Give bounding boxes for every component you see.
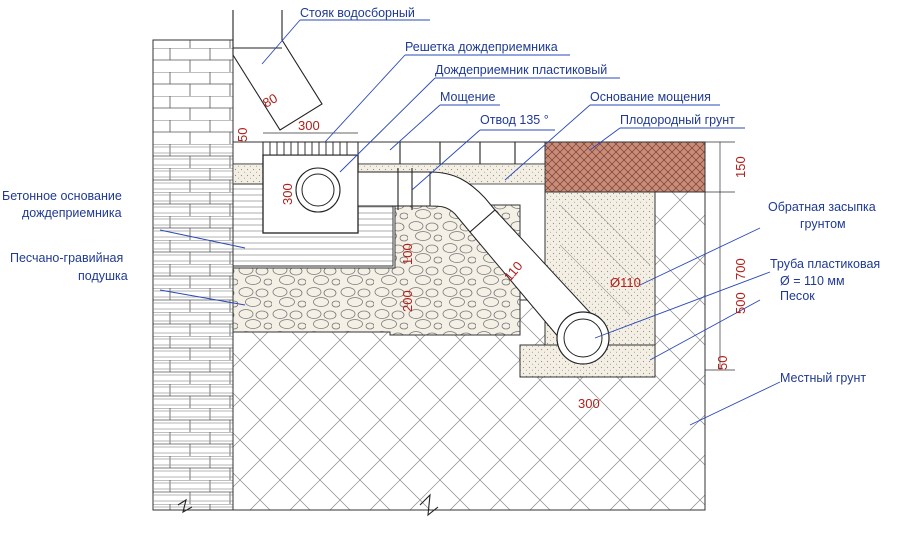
- label-paving: Мощение: [440, 90, 495, 104]
- dim-300-top: 300: [298, 118, 320, 133]
- inlet-outlet-inner: [301, 173, 335, 207]
- leader-gravel: [159, 289, 246, 306]
- leader-concrete: [159, 229, 246, 249]
- pipe-socket: [397, 168, 413, 210]
- dim-150: 150: [733, 156, 748, 178]
- leader-backfill: [639, 227, 761, 286]
- label-native-soil: Местный грунт: [780, 371, 866, 385]
- label-backfill-1: Обратная засыпка: [768, 200, 876, 214]
- label-gravel-2: подушка: [78, 269, 128, 283]
- wall-break-line: [177, 498, 193, 514]
- backfill-hatch: [559, 194, 651, 316]
- leader-pipe: [594, 271, 771, 339]
- main-pipe-inner: [563, 318, 603, 358]
- dim-50: 50: [235, 128, 250, 142]
- dim-phi110: Ø110: [610, 275, 641, 290]
- leader-riser: [261, 19, 430, 65]
- dim-300-left: 300: [280, 183, 295, 205]
- dim-700: 700: [733, 258, 748, 280]
- gravel-cushion: [232, 204, 521, 336]
- label-gravel-1: Песчано-гравийная: [10, 251, 123, 265]
- horizontal-pipe: [357, 171, 431, 207]
- dim-50-right: 50: [715, 356, 730, 370]
- grate-bars: [269, 142, 348, 155]
- inlet-grate: [262, 141, 359, 156]
- dim-line-right: [705, 141, 735, 371]
- leader-grate: [324, 54, 570, 143]
- label-paving-base: Основание мощения: [590, 90, 711, 104]
- leader-topsoil: [589, 127, 745, 151]
- label-concrete-base-2: дождеприемника: [22, 206, 122, 220]
- leader-inlet: [339, 77, 620, 173]
- label-pipe-1: Труба пластиковая: [770, 257, 880, 271]
- label-inlet: Дождеприемник пластиковый: [435, 63, 607, 77]
- topsoil-layer: [544, 141, 706, 193]
- label-pipe-2: Ø = 110 мм: [780, 274, 845, 288]
- leader-paving: [389, 104, 500, 151]
- downpipe-riser: [232, 10, 323, 131]
- dim-300-bottom: 300: [578, 396, 600, 411]
- label-sand: Песок: [780, 289, 815, 303]
- leader-native-soil: [689, 381, 781, 426]
- dim-500: 500: [733, 292, 748, 314]
- dim-200: 200: [400, 290, 415, 312]
- label-concrete-base-1: Бетонное основание: [2, 189, 122, 203]
- dim-100: 100: [400, 243, 415, 265]
- leader-paving-base: [504, 104, 720, 181]
- leader-elbow: [411, 129, 555, 191]
- wall-plaster-band: [153, 145, 233, 510]
- label-riser: Стояк водосборный: [300, 6, 415, 20]
- label-topsoil: Плодородный грунт: [620, 113, 735, 127]
- dim-80: 80: [260, 90, 280, 110]
- label-grate: Решетка дождеприемника: [405, 40, 558, 54]
- label-backfill-2: грунтом: [800, 217, 846, 231]
- soil-break-line: [419, 493, 439, 517]
- leader-sand: [649, 299, 761, 361]
- label-elbow: Отвод 135 °: [480, 113, 549, 127]
